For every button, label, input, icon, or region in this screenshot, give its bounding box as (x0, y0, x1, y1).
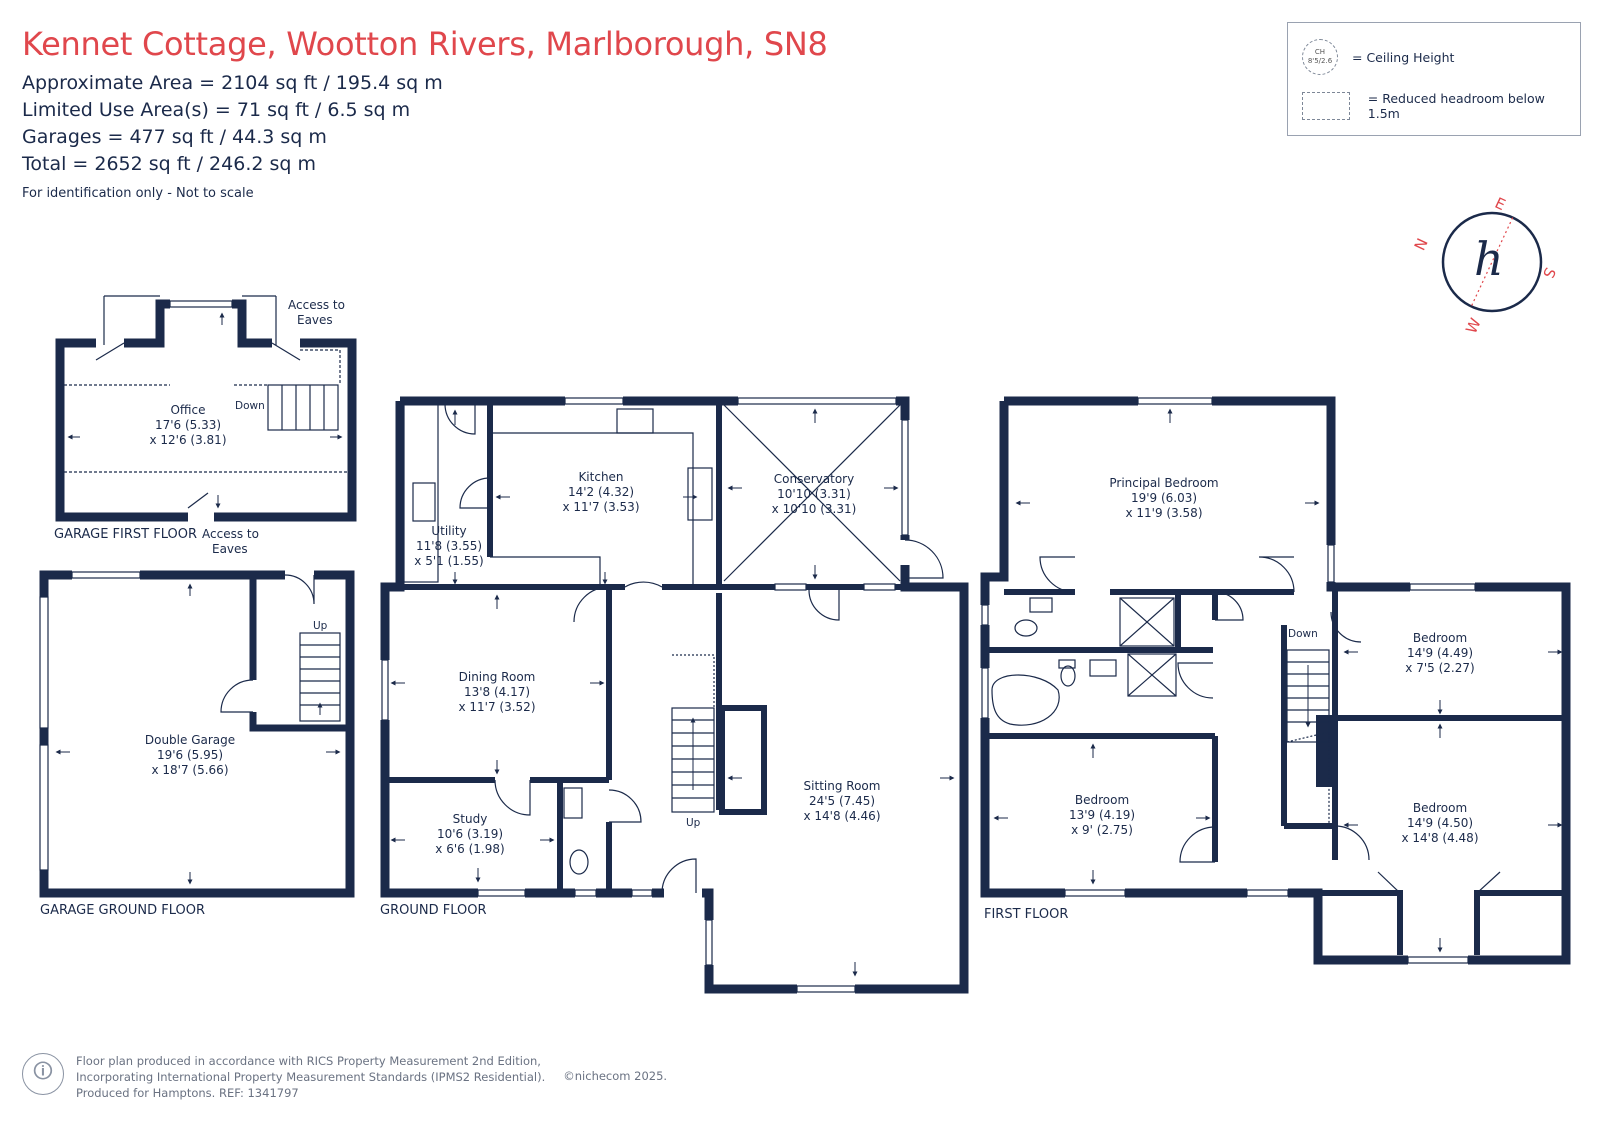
limited-use-area: Limited Use Area(s) = 71 sq ft / 6.5 sq … (22, 99, 411, 121)
garage-first-floor-label: GARAGE FIRST FLOOR (54, 527, 197, 542)
footer: 🛈 Floor plan produced in accordance with… (22, 1053, 667, 1101)
office-name: Office (170, 403, 205, 417)
bed-b-dim-2: x 9' (2.75) (1071, 823, 1133, 837)
first-floor-label: FIRST FLOOR (984, 907, 1068, 922)
double-garage-dim-2: x 18'7 (5.66) (151, 763, 228, 777)
ceiling-height-icon: CH 8'5/2.6 (1302, 39, 1338, 75)
compass-e: E (1492, 194, 1508, 214)
ground-stairs-up: Up (686, 817, 701, 829)
conservatory-name: Conservatory (774, 472, 854, 486)
garage-ground-floor: Up Double Garage 19'6 (5.95) x 18'7 (5.6… (38, 569, 355, 918)
kitchen-name: Kitchen (578, 470, 623, 484)
dining-dim-1: 13'8 (4.17) (464, 685, 530, 699)
bed-b-dim-1: 13'9 (4.19) (1069, 808, 1135, 822)
scale-note: For identification only - Not to scale (22, 186, 254, 201)
legend-headroom-row: = Reduced headroom below 1.5m (1302, 91, 1580, 121)
approximate-area: Approximate Area = 2104 sq ft / 195.4 sq… (22, 72, 443, 94)
first-stairs-down: Down (1288, 628, 1318, 640)
bed-c-dim-2: x 14'8 (4.48) (1401, 831, 1478, 845)
double-garage-name: Double Garage (145, 733, 235, 747)
access-eaves-2a: Access to (202, 527, 259, 541)
header: Kennet Cottage, Wootton Rivers, Marlboro… (22, 24, 828, 201)
footer-line-2: Incorporating International Property Mea… (76, 1070, 546, 1084)
study-dim-1: 10'6 (3.19) (437, 827, 503, 841)
principal-dim-2: x 11'9 (3.58) (1125, 506, 1202, 520)
garage-ground-floor-label: GARAGE GROUND FLOOR (40, 903, 205, 918)
ch-sample-value: 8'5/2.6 (1307, 57, 1333, 65)
bed-c-name: Bedroom (1413, 801, 1467, 815)
legend-ceiling-row: CH 8'5/2.6 = Ceiling Height (1302, 39, 1454, 75)
bed-a-name: Bedroom (1413, 631, 1467, 645)
compass-logo: h (1474, 232, 1504, 286)
first-floor: Principal Bedroom 19'9 (6.03) x 11'9 (3.… (979, 395, 1571, 966)
ground-floor-label: GROUND FLOOR (380, 903, 486, 918)
office-walls (55, 299, 357, 522)
bed-b-name: Bedroom (1075, 793, 1129, 807)
reduced-headroom-icon (1302, 92, 1350, 120)
bed-a-dim-2: x 7'5 (2.27) (1405, 661, 1474, 675)
utility-name: Utility (431, 524, 466, 538)
dining-name: Dining Room (459, 670, 536, 684)
compass-axis (1470, 217, 1514, 307)
kitchen-dim-2: x 11'7 (3.53) (562, 500, 639, 514)
footer-line-1: Floor plan produced in accordance with R… (76, 1054, 541, 1068)
principal-name: Principal Bedroom (1109, 476, 1218, 490)
study-dim-2: x 6'6 (1.98) (435, 842, 504, 856)
conservatory-dim-1: 10'10 (3.31) (777, 487, 851, 501)
principal-dim-1: 19'9 (6.03) (1131, 491, 1197, 505)
sitting-dim-1: 24'5 (7.45) (809, 794, 875, 808)
compass-n: N (1411, 236, 1432, 254)
garage-stairs-up: Up (313, 620, 328, 632)
access-eaves-1a: Access to (288, 298, 345, 312)
accessibility-icon: 🛈 (22, 1053, 64, 1095)
kitchen-dim-1: 14'2 (4.32) (568, 485, 634, 499)
compass: h N E S W (1411, 194, 1560, 337)
garages-area: Garages = 477 sq ft / 44.3 sq m (22, 126, 327, 148)
office-dim-2: x 12'6 (3.81) (149, 433, 226, 447)
ceiling-height-label: = Ceiling Height (1352, 49, 1455, 65)
office-stairs-down: Down (235, 400, 265, 412)
sitting-dim-2: x 14'8 (4.46) (803, 809, 880, 823)
ch-abbrev: CH (1314, 48, 1326, 56)
conservatory-dim-2: x 10'10 (3.31) (772, 502, 857, 516)
utility-dim-2: x 5'1 (1.55) (414, 554, 483, 568)
bed-a-dim-1: 14'9 (4.49) (1407, 646, 1473, 660)
footer-text: Floor plan produced in accordance with R… (76, 1053, 545, 1101)
reduced-headroom-label: = Reduced headroom below 1.5m (1367, 91, 1545, 121)
sitting-name: Sitting Room (804, 779, 881, 793)
legend-box: CH 8'5/2.6 = Ceiling Height = Reduced he… (1287, 22, 1581, 136)
garage-first-floor: Office 17'6 (5.33) x 12'6 (3.81) Down Ac… (54, 295, 357, 556)
property-title: Kennet Cottage, Wootton Rivers, Marlboro… (22, 25, 828, 63)
compass-ring (1441, 211, 1543, 313)
dining-dim-2: x 11'7 (3.52) (458, 700, 535, 714)
access-eaves-2b: Eaves (212, 542, 248, 556)
access-eaves-1b: Eaves (297, 313, 333, 327)
office-dim-1: 17'6 (5.33) (155, 418, 221, 432)
double-garage-dim-1: 19'6 (5.95) (157, 748, 223, 762)
ground-floor: Kitchen 14'2 (4.32) x 11'7 (3.53) Conser… (379, 395, 969, 995)
bed-c-dim-1: 14'9 (4.50) (1407, 816, 1473, 830)
compass-w: W (1462, 315, 1485, 336)
footer-line-3: Produced for Hamptons. REF: 1341797 (76, 1086, 299, 1100)
footer-copyright: ©nichecom 2025. (563, 1069, 668, 1083)
study-name: Study (453, 812, 488, 826)
compass-s: S (1539, 265, 1559, 281)
total-area: Total = 2652 sq ft / 246.2 sq m (22, 153, 316, 175)
utility-dim-1: 11'8 (3.55) (416, 539, 482, 553)
